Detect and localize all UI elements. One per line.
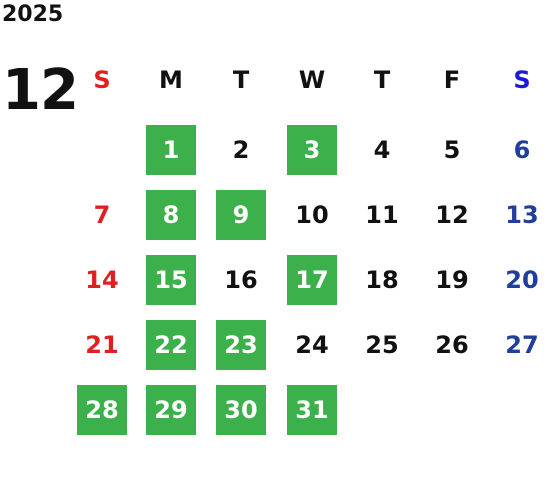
day-cell-14: 14 xyxy=(85,266,119,294)
day-cell-18: 18 xyxy=(365,266,399,294)
day-cell-21: 21 xyxy=(85,331,119,359)
day-cell-3: 3 xyxy=(287,125,337,175)
day-cell-30: 30 xyxy=(216,385,266,435)
day-cell-9: 9 xyxy=(216,190,266,240)
day-cell-22: 22 xyxy=(146,320,196,370)
weekday-header: T xyxy=(373,66,391,94)
day-cell-16: 16 xyxy=(224,266,258,294)
day-cell-4: 4 xyxy=(373,136,391,164)
day-cell-27: 27 xyxy=(505,331,539,359)
weekday-header: M xyxy=(159,66,183,94)
weekday-header: T xyxy=(232,66,250,94)
day-cell-7: 7 xyxy=(93,201,111,229)
day-cell-13: 13 xyxy=(505,201,539,229)
day-cell-8: 8 xyxy=(146,190,196,240)
day-cell-11: 11 xyxy=(365,201,399,229)
weekday-header: W xyxy=(298,66,326,94)
day-cell-29: 29 xyxy=(146,385,196,435)
weekday-header: S xyxy=(513,66,531,94)
day-cell-1: 1 xyxy=(146,125,196,175)
day-cell-23: 23 xyxy=(216,320,266,370)
weekday-header: S xyxy=(93,66,111,94)
day-cell-20: 20 xyxy=(505,266,539,294)
day-cell-2: 2 xyxy=(232,136,250,164)
day-cell-19: 19 xyxy=(435,266,469,294)
year-label: 2025 xyxy=(2,2,64,27)
day-cell-17: 17 xyxy=(287,255,337,305)
day-cell-26: 26 xyxy=(435,331,469,359)
day-cell-24: 24 xyxy=(295,331,329,359)
day-cell-10: 10 xyxy=(295,201,329,229)
day-cell-6: 6 xyxy=(513,136,531,164)
day-cell-5: 5 xyxy=(443,136,461,164)
day-cell-28: 28 xyxy=(77,385,127,435)
weekday-header: F xyxy=(443,66,461,94)
day-cell-31: 31 xyxy=(287,385,337,435)
month-number: 12 xyxy=(2,58,79,123)
day-cell-12: 12 xyxy=(435,201,469,229)
day-cell-25: 25 xyxy=(365,331,399,359)
day-cell-15: 15 xyxy=(146,255,196,305)
